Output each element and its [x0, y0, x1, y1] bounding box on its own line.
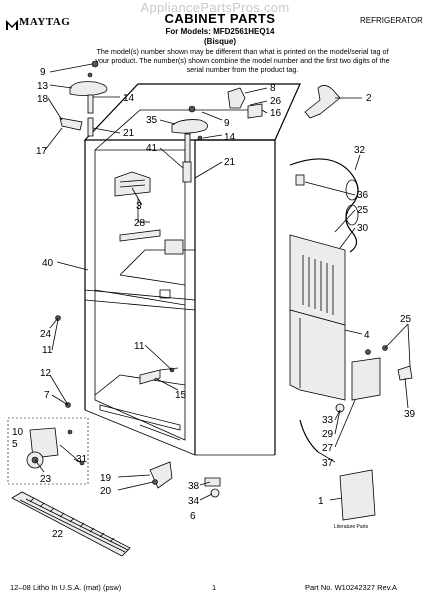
callout-7: 7 [44, 390, 50, 401]
cabinet-body [83, 83, 301, 456]
callout-28: 28 [134, 218, 146, 229]
callout-19: 19 [100, 473, 112, 484]
callout-11: 11 [134, 341, 145, 352]
callout-14: 14 [224, 132, 236, 143]
callout-33: 33 [322, 415, 334, 426]
callout-40: 40 [42, 258, 54, 269]
callout-4: 4 [364, 330, 370, 341]
callout-18: 18 [37, 94, 49, 105]
callout-30: 30 [357, 223, 369, 234]
callout-17: 17 [36, 146, 48, 157]
model-color: (Bisque) [204, 37, 236, 46]
callout-11: 11 [42, 345, 53, 356]
callout-2: 2 [366, 93, 372, 104]
callout-21: 21 [224, 157, 236, 168]
callout-23: 23 [40, 474, 52, 485]
callout-8: 8 [270, 83, 276, 94]
appliance-type: REFRIGERATOR [360, 16, 423, 25]
callout-20: 20 [100, 486, 112, 497]
literature-booklet: Literature Parts [334, 469, 376, 530]
callout-12: 12 [40, 368, 52, 379]
bracket [139, 369, 161, 385]
footer-part-number: Part No. W10242327 Rev.A [305, 583, 397, 592]
model-notice: The model(s) number shown may be differe… [95, 47, 390, 74]
callout-9: 9 [224, 118, 230, 129]
footer-page-number: 1 [212, 583, 217, 592]
callout-3: 3 [136, 201, 142, 212]
callout-labels: 9 13 18 14 21 17 35 9 14 41 21 8 26 16 2… [12, 67, 416, 540]
leader-lines [34, 63, 411, 501]
bottom-hinge-parts [149, 461, 221, 498]
callout-27: 27 [322, 443, 334, 454]
maytag-m-icon [6, 20, 18, 30]
callout-29: 29 [322, 429, 334, 440]
callout-35: 35 [146, 115, 158, 126]
callout-39: 39 [404, 409, 416, 420]
maytag-logo: MAYTAG [6, 16, 76, 30]
left-top-hinge [59, 60, 108, 137]
callout-24: 24 [40, 329, 52, 340]
callout-34: 34 [188, 496, 200, 507]
callout-16: 16 [270, 108, 282, 119]
callout-10: 10 [12, 427, 24, 438]
callout-15: 15 [175, 390, 187, 401]
callout-37: 37 [322, 458, 334, 469]
watermark: AppliancePartsPros.com [140, 0, 290, 15]
brand-name: MAYTAG [19, 16, 71, 28]
base-grille [11, 491, 131, 557]
page-title: CABINET PARTS [164, 11, 276, 26]
callout-32: 32 [354, 145, 366, 156]
callout-25: 25 [357, 205, 369, 216]
callout-22: 22 [52, 529, 64, 540]
rear-access-cover [289, 234, 346, 401]
callout-41: 41 [146, 143, 158, 154]
right-top-hinge [171, 105, 208, 183]
power-cord [289, 158, 359, 253]
model-number: For Models: MFD2561HEQ14 [165, 27, 275, 36]
evap-fan-parts [227, 85, 341, 119]
callout-9: 9 [40, 67, 46, 78]
callout-25: 25 [400, 314, 412, 325]
callout-14: 14 [123, 93, 135, 104]
callout-1: 1 [318, 496, 324, 507]
callout-31: 31 [76, 454, 88, 465]
callout-21: 21 [123, 128, 135, 139]
footer-litho: 12–08 Litho In U.S.A. (mat) (psw) [10, 583, 122, 592]
literature-label: Literature Parts [334, 524, 369, 530]
callout-6: 6 [190, 511, 196, 522]
callout-38: 38 [188, 481, 200, 492]
vent-grille [164, 239, 184, 255]
callout-36: 36 [357, 190, 369, 201]
light-housing [114, 171, 161, 242]
callout-5: 5 [12, 439, 18, 450]
callout-13: 13 [37, 81, 49, 92]
callout-26: 26 [270, 96, 282, 107]
